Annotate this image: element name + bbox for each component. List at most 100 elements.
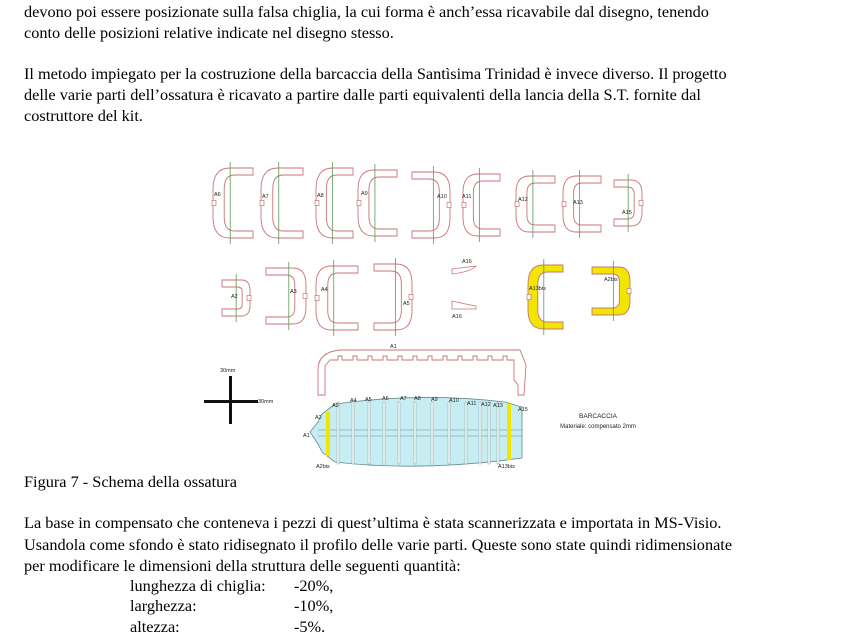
rib-a13 (561, 175, 602, 233)
rib-label: A7 (262, 194, 269, 200)
rib-label: A3 (290, 289, 297, 295)
rib-a4 (314, 265, 359, 331)
frame-station (447, 401, 451, 465)
hull-label: A9 (431, 397, 438, 403)
rib-outline (591, 266, 631, 316)
rib-outline (411, 171, 451, 239)
rib-notch (561, 201, 567, 207)
rib-label: A15 (622, 210, 632, 216)
hull-label: A12 (481, 402, 491, 408)
frame-station (496, 401, 500, 465)
frame-station (413, 401, 417, 465)
rib-outline (260, 167, 304, 239)
text-line: delle varie parti dell’ossatura è ricava… (24, 85, 701, 104)
text-line: conto delle posizioni relative indicate … (24, 23, 394, 42)
rib-label: A5 (403, 301, 410, 307)
rib-label: A11 (462, 194, 471, 200)
hull-label: A1 (303, 433, 310, 439)
hull-label: A8 (414, 396, 421, 402)
quantity-label: lunghezza di chiglia: (130, 576, 266, 595)
rib-outline (527, 264, 564, 330)
rib-a7 (259, 167, 304, 239)
quantity-label: altezza: (130, 617, 180, 636)
frame-station (351, 401, 355, 465)
rib-label: A12 (518, 197, 528, 203)
part-label: A16 (452, 314, 462, 320)
frame-station (336, 401, 340, 465)
diagram-material: Materiale: compensato 2mm (560, 424, 636, 430)
quantity-label: larghezza: (130, 596, 197, 615)
part-label: A16 (462, 259, 472, 265)
hull-label: A15 (518, 407, 528, 413)
rib-notch (314, 295, 320, 301)
frame-station (464, 401, 468, 465)
hull-label: A5 (365, 397, 372, 403)
rib-a5 (373, 263, 414, 331)
rib-notch (514, 201, 520, 207)
hull-label: A13bis (498, 464, 515, 470)
rib-label: A9 (361, 191, 368, 197)
hull-label: A13 (493, 403, 503, 409)
rib-notch (314, 200, 320, 206)
quantity-value: -10%, (294, 596, 334, 615)
rib-notch (526, 294, 532, 300)
hull-label: A6 (382, 396, 389, 402)
rib-label: A13bis (529, 286, 546, 292)
rib-label: A6 (214, 192, 221, 198)
diagram-title: BARCACCIA (579, 413, 618, 420)
rib-notch (461, 202, 467, 208)
scale-horizontal-bar (204, 400, 258, 403)
frame-station (367, 401, 371, 465)
rib-label: A2bis (604, 277, 618, 283)
rib-a13bis (526, 264, 564, 330)
rib-notch (446, 202, 452, 208)
hull-label: A2 (315, 415, 322, 421)
rib-outline (265, 267, 307, 325)
hull-label: A2bis (316, 464, 330, 470)
rib-notch (259, 200, 265, 206)
rib-notch (408, 294, 414, 300)
text-line: costruttore del kit. (24, 106, 143, 125)
rib-a2 (221, 279, 252, 317)
figure-caption: Figura 7 - Schema della ossatura (24, 472, 237, 491)
frame-station (478, 401, 482, 465)
rib-a6 (211, 167, 254, 239)
frame-a2bis (326, 412, 330, 456)
scale-label-horizontal: 30mm (258, 399, 274, 405)
frame-station (487, 401, 491, 465)
rib-label: A13 (573, 200, 583, 206)
rib-a9 (356, 169, 398, 237)
rib-a12 (514, 175, 556, 233)
hull-label: A4 (350, 398, 357, 404)
rib-outline (212, 167, 254, 239)
rib-a3 (265, 267, 308, 325)
text-line: devono poi essere posizionate sulla fals… (24, 2, 709, 21)
rib-a2bis (591, 266, 632, 316)
rib-notch (246, 295, 252, 301)
rib-label: A4 (321, 287, 328, 293)
rib-a15 (613, 179, 644, 227)
rib-notch (626, 288, 632, 294)
rib-notch (638, 200, 644, 206)
rib-outline (357, 169, 398, 237)
hull-label: A10 (449, 398, 459, 404)
text-line: Usandola come sfondo è stato ridisegnato… (24, 535, 733, 554)
quantity-value: -20%, (294, 576, 334, 595)
hull-label: A11 (467, 401, 476, 407)
rib-notch (211, 200, 217, 206)
rib-outline (613, 179, 643, 227)
rib-label: A8 (317, 193, 324, 199)
frame-station (397, 401, 401, 465)
hull-label: A3 (332, 403, 339, 409)
part-a16 (451, 300, 477, 310)
quantity-value: -5%. (294, 617, 326, 636)
text-line: Il metodo impiegato per la costruzione d… (24, 64, 727, 83)
rib-notch (302, 293, 308, 299)
rib-outline (515, 175, 556, 233)
rib-a10 (411, 171, 452, 239)
rib-a8 (314, 167, 354, 239)
keel-label: A1 (390, 344, 397, 350)
text-line: La base in compensato che conteneva i pe… (24, 513, 722, 532)
frame-station (430, 401, 434, 465)
rib-outline (315, 167, 354, 239)
